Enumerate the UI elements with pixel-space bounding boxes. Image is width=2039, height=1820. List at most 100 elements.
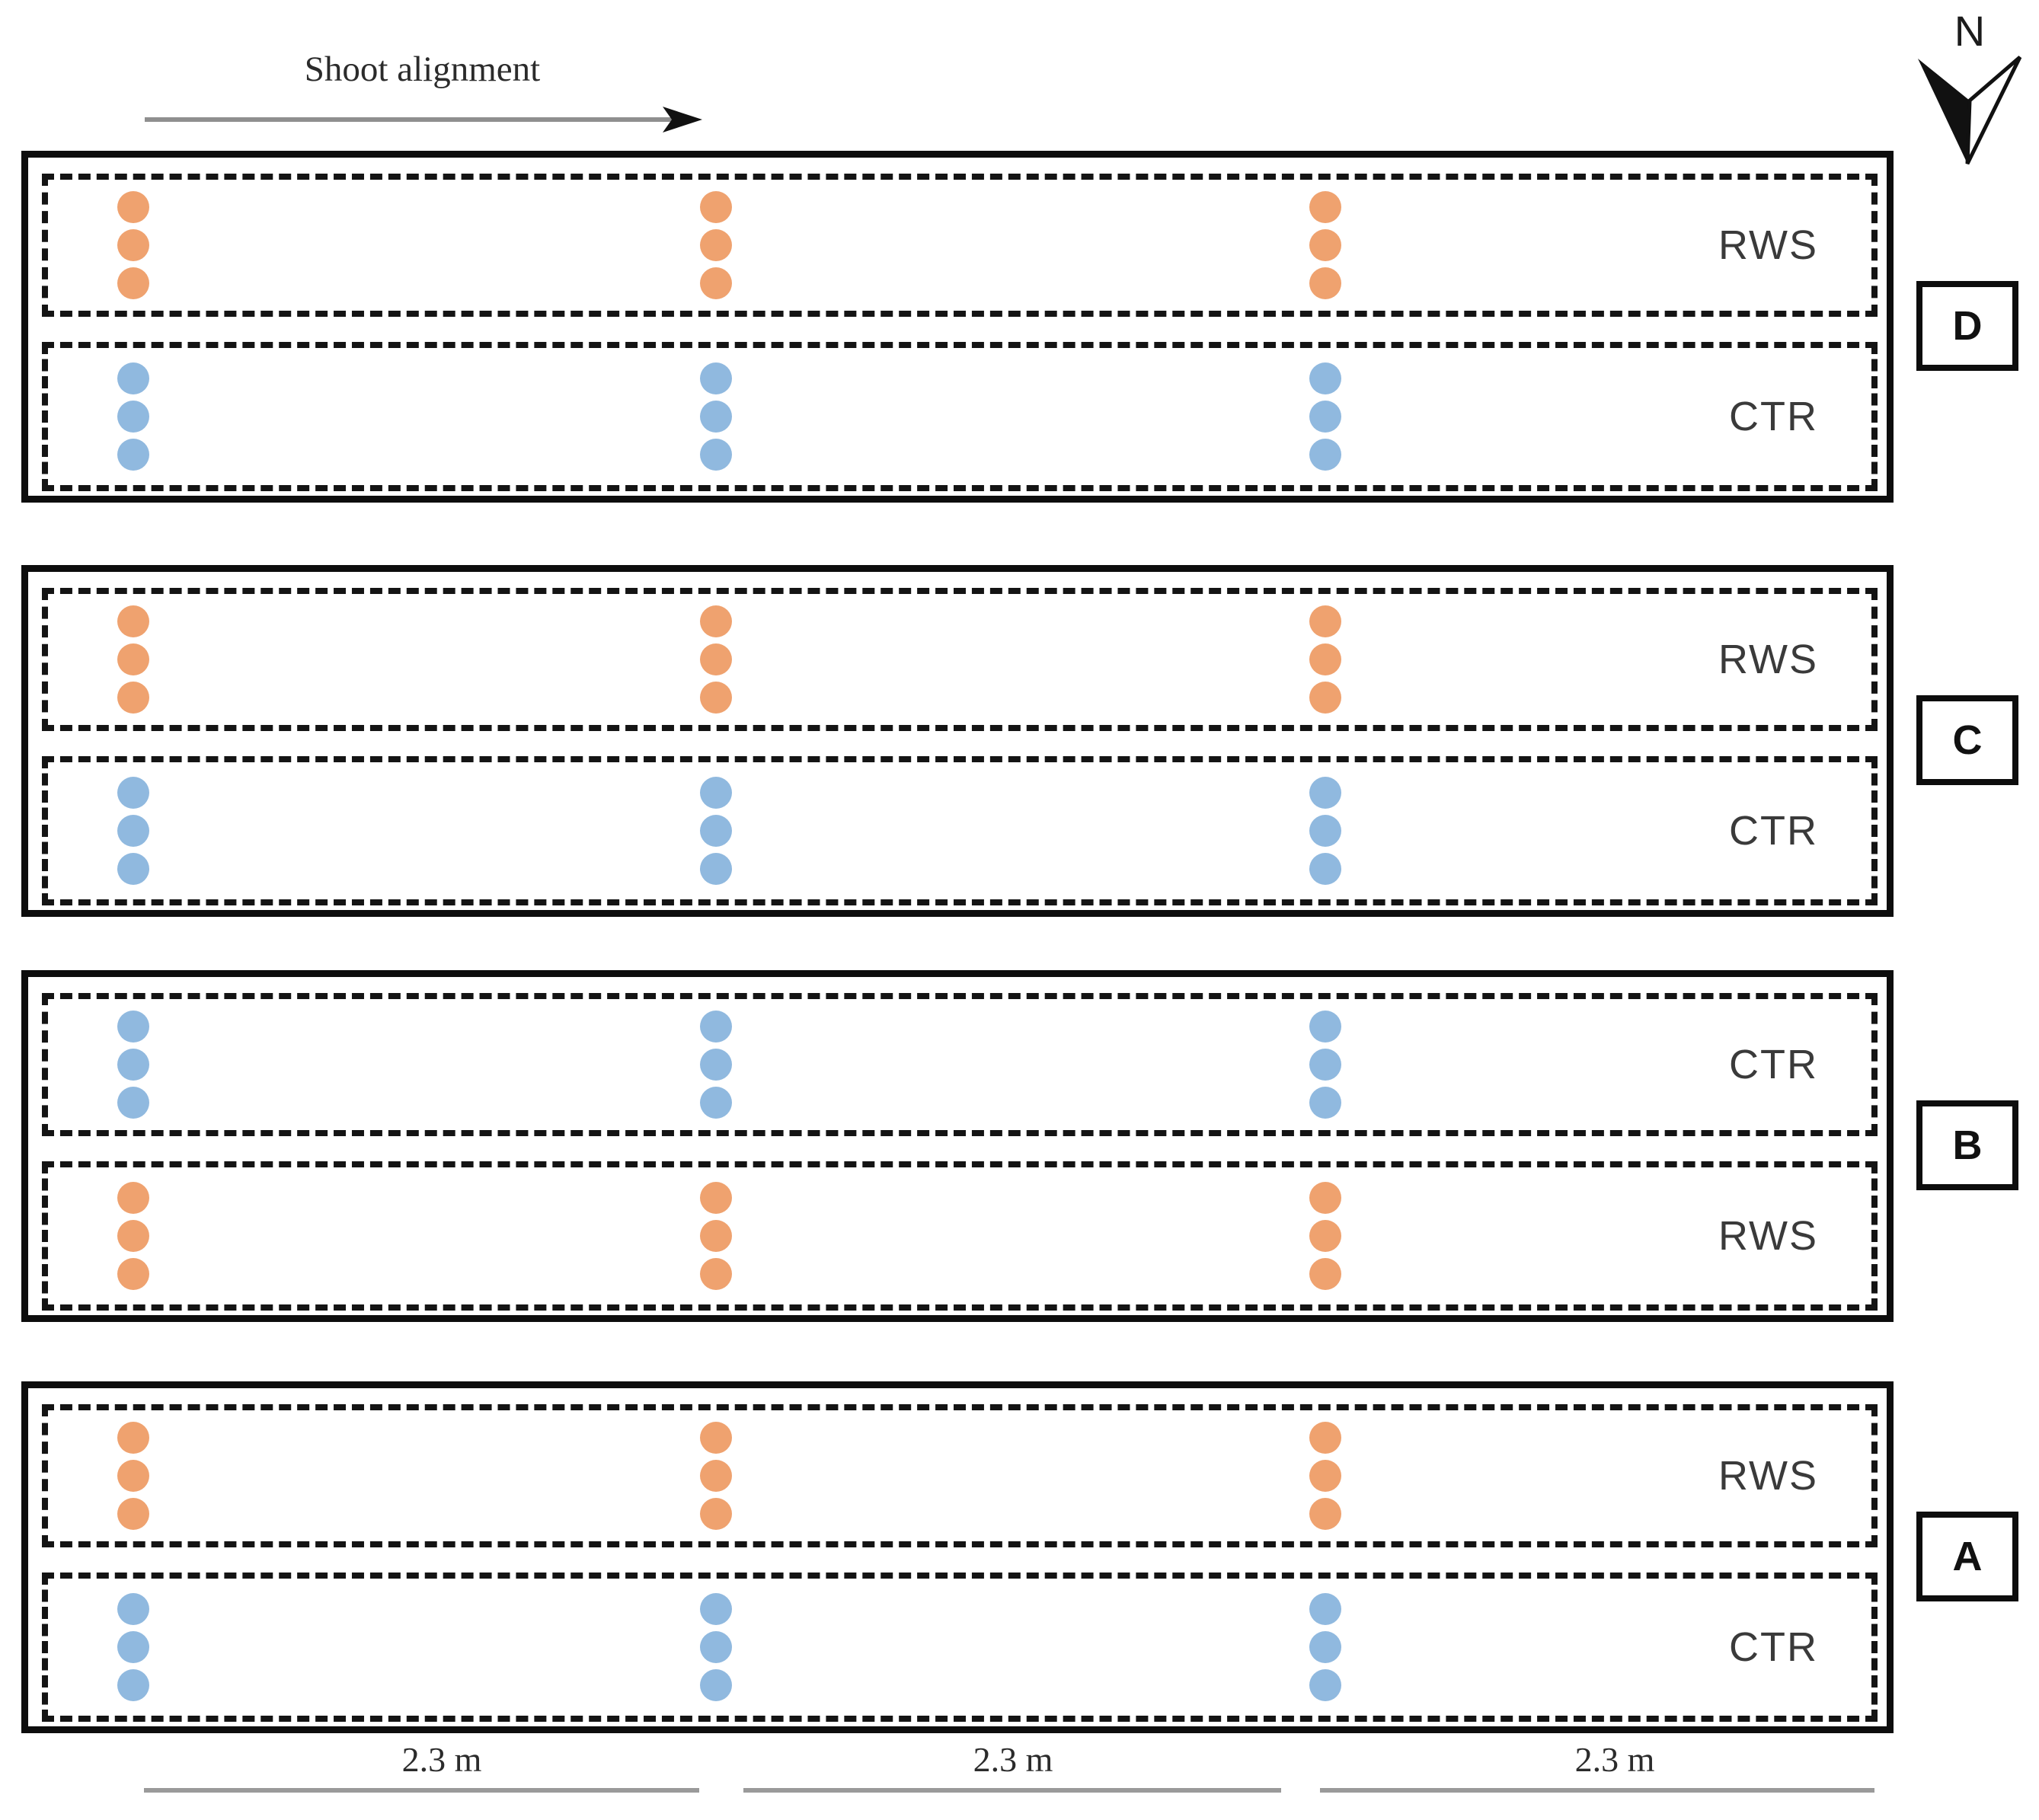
- ctr-plant-dot: [1309, 1631, 1341, 1663]
- scale-label: 2.3 m: [401, 1740, 482, 1779]
- ctr-plant-dot: [1309, 362, 1341, 394]
- ctr-plant-dot: [700, 777, 732, 809]
- scale-line-segment: [743, 1788, 1281, 1793]
- ctr-plant-dot: [117, 1049, 149, 1081]
- plant-cluster: [1309, 762, 1341, 899]
- rws-row-block-d: RWS: [42, 174, 1878, 317]
- ctr-plant-dot: [700, 439, 732, 471]
- rws-plant-dot: [117, 643, 149, 675]
- ctr-plant-dot: [700, 1669, 732, 1701]
- rws-plant-dot: [700, 229, 732, 261]
- north-label: N: [1954, 7, 1986, 55]
- ctr-plant-dot: [700, 401, 732, 433]
- rws-plant-dot: [117, 1422, 149, 1454]
- row-treatment-label: CTR: [1729, 394, 1818, 439]
- rws-plant-dot: [1309, 267, 1341, 299]
- plant-cluster: [700, 762, 732, 899]
- plant-cluster: [700, 1579, 732, 1716]
- ctr-plant-dot: [700, 362, 732, 394]
- rws-plant-dot: [1309, 643, 1341, 675]
- rws-plant-dot: [1309, 1422, 1341, 1454]
- plant-cluster: [1309, 999, 1341, 1130]
- plant-cluster: [117, 1579, 149, 1716]
- rws-plant-dot: [700, 605, 732, 637]
- plant-cluster: [700, 594, 732, 725]
- rws-plant-dot: [700, 267, 732, 299]
- plant-cluster: [700, 1410, 732, 1541]
- row-treatment-label: RWS: [1718, 1453, 1818, 1499]
- rws-plant-dot: [700, 1460, 732, 1492]
- rws-plant-dot: [1309, 1182, 1341, 1214]
- ctr-plant-dot: [700, 1011, 732, 1043]
- rws-plant-dot: [700, 1182, 732, 1214]
- rws-plant-dot: [117, 229, 149, 261]
- plant-cluster: [1309, 594, 1341, 725]
- ctr-plant-dot: [117, 777, 149, 809]
- block-letter: A: [1952, 1534, 1983, 1579]
- scale-label: 2.3 m: [973, 1740, 1053, 1779]
- ctr-plant-dot: [700, 1087, 732, 1119]
- rws-plant-dot: [700, 643, 732, 675]
- plant-cluster: [117, 594, 149, 725]
- plant-cluster: [1309, 1410, 1341, 1541]
- plant-cluster: [1309, 348, 1341, 485]
- rws-plant-dot: [117, 1182, 149, 1214]
- ctr-plant-dot: [1309, 1049, 1341, 1081]
- ctr-plant-dot: [117, 401, 149, 433]
- ctr-plant-dot: [117, 815, 149, 847]
- rws-plant-dot: [700, 1422, 732, 1454]
- rws-row-block-a: RWS: [42, 1404, 1878, 1547]
- rws-plant-dot: [1309, 191, 1341, 223]
- rws-plant-dot: [117, 682, 149, 714]
- rws-plant-dot: [1309, 1460, 1341, 1492]
- plant-cluster: [700, 999, 732, 1130]
- plant-cluster: [1309, 1579, 1341, 1716]
- plant-cluster: [700, 348, 732, 485]
- ctr-plant-dot: [1309, 777, 1341, 809]
- row-treatment-label: CTR: [1729, 808, 1818, 854]
- rws-plant-dot: [1309, 229, 1341, 261]
- block-letter: C: [1952, 717, 1983, 763]
- block-D: RWS CTR: [21, 151, 1894, 503]
- rws-plant-dot: [117, 191, 149, 223]
- ctr-row-block-c: CTR: [42, 756, 1878, 905]
- plant-cluster: [1309, 1167, 1341, 1304]
- shoot-alignment-label: Shoot alignment: [304, 49, 541, 89]
- rws-plant-dot: [117, 1258, 149, 1290]
- ctr-plant-dot: [700, 815, 732, 847]
- block-tag-C: C: [1916, 695, 2018, 785]
- row-treatment-label: CTR: [1729, 1624, 1818, 1670]
- ctr-plant-dot: [117, 1593, 149, 1625]
- ctr-plant-dot: [117, 439, 149, 471]
- rws-plant-dot: [1309, 1498, 1341, 1530]
- scale-label: 2.3 m: [1574, 1740, 1655, 1779]
- row-treatment-label: RWS: [1718, 637, 1818, 682]
- shoot-alignment-arrow-icon: [145, 107, 702, 133]
- ctr-plant-dot: [1309, 1087, 1341, 1119]
- row-treatment-label: CTR: [1729, 1042, 1818, 1087]
- ctr-plant-dot: [1309, 439, 1341, 471]
- plant-cluster: [700, 1167, 732, 1304]
- ctr-plant-dot: [117, 853, 149, 885]
- block-B: CTR RWS: [21, 970, 1894, 1322]
- ctr-plant-dot: [117, 362, 149, 394]
- ctr-plant-dot: [1309, 1011, 1341, 1043]
- block-tag-D: D: [1916, 281, 2018, 371]
- rws-plant-dot: [117, 267, 149, 299]
- scale-line-segment: [1320, 1788, 1874, 1793]
- rws-row-block-c: RWS: [42, 588, 1878, 731]
- block-A: RWS CTR: [21, 1381, 1894, 1733]
- block-tag-B: B: [1916, 1100, 2018, 1190]
- plant-cluster: [700, 180, 732, 311]
- ctr-row-block-a: CTR: [42, 1573, 1878, 1722]
- ctr-plant-dot: [117, 1087, 149, 1119]
- ctr-row-block-d: CTR: [42, 342, 1878, 491]
- ctr-plant-dot: [700, 1593, 732, 1625]
- rws-plant-dot: [117, 1220, 149, 1252]
- ctr-plant-dot: [1309, 401, 1341, 433]
- plant-cluster: [1309, 180, 1341, 311]
- rws-plant-dot: [1309, 1258, 1341, 1290]
- rws-plant-dot: [700, 1220, 732, 1252]
- row-treatment-label: RWS: [1718, 1213, 1818, 1259]
- ctr-plant-dot: [1309, 1669, 1341, 1701]
